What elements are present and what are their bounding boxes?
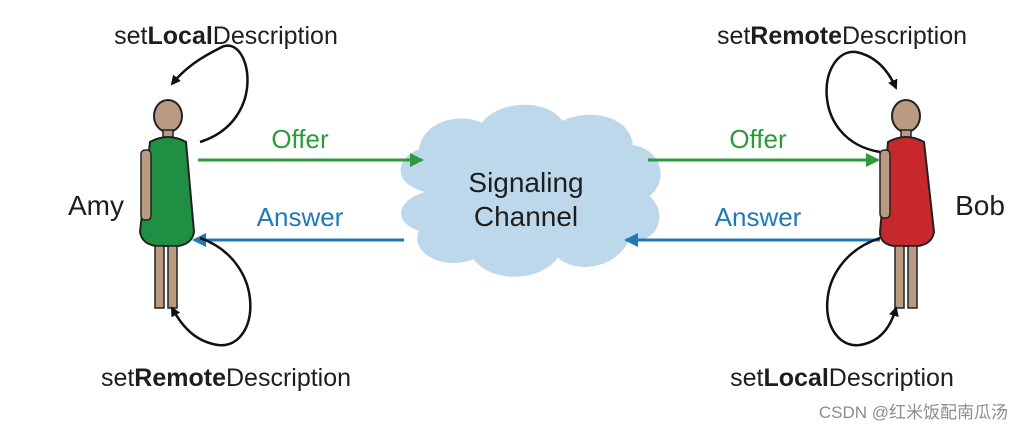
amy-head (153, 99, 183, 133)
amy-label: Amy (68, 190, 124, 221)
bob-bottom-loop-label: setLocalDescription (730, 364, 954, 392)
amy-bottom-loop-label: setRemoteDescription (101, 364, 351, 392)
bob-figure (878, 99, 936, 309)
bob-top-loop-arrow (825, 50, 898, 154)
bob-top-loop-label: setRemoteDescription (717, 22, 967, 50)
bob-bottom-loop-arrow (825, 236, 899, 347)
amy-figure (138, 99, 196, 309)
amy-body (138, 136, 196, 247)
right-answer-label: Answer (715, 202, 802, 232)
amy-bottom-loop-arrow (170, 236, 252, 347)
bob-leg-right (907, 245, 918, 309)
right-offer-label: Offer (729, 124, 787, 154)
bob-arm (879, 149, 891, 219)
amy-arm (140, 149, 152, 221)
amy-leg-right (167, 245, 178, 309)
watermark-text: CSDN @红米饭配南瓜汤 (819, 403, 1008, 422)
bob-leg-left (894, 245, 905, 309)
bob-label: Bob (955, 190, 1005, 221)
left-answer-label: Answer (257, 202, 344, 232)
amy-leg-left (154, 245, 165, 309)
amy-top-loop-label: setLocalDescription (114, 22, 338, 50)
signaling-cloud (400, 104, 661, 277)
cloud-label-line2: Channel (474, 201, 578, 232)
left-offer-label: Offer (271, 124, 329, 154)
amy-top-loop-arrow (170, 44, 249, 144)
cloud-label-line1: Signaling (468, 167, 583, 198)
bob-body (878, 136, 936, 247)
bob-head (891, 99, 921, 133)
